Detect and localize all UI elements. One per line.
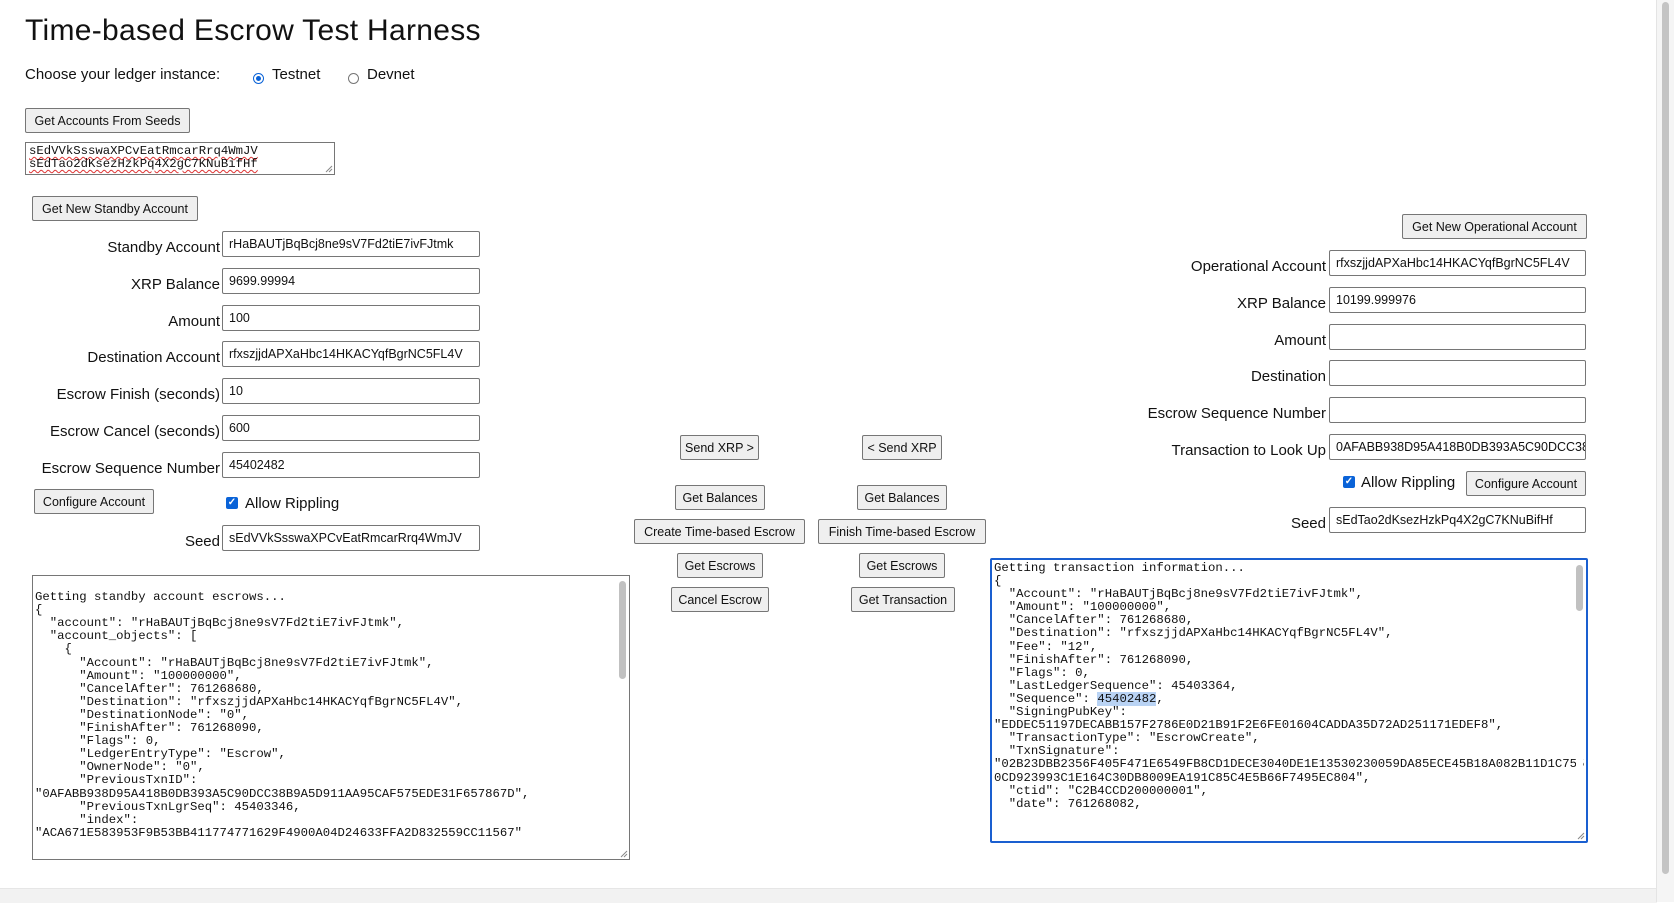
standby-rippling-checkbox[interactable]: ✓ <box>226 497 238 509</box>
page-title: Time-based Escrow Test Harness <box>25 14 481 47</box>
standby-sequence-label: Escrow Sequence Number <box>41 460 220 477</box>
standby-configure-account-button[interactable]: Configure Account <box>34 489 154 514</box>
seed-line-2: sEdTao2dKsezHzkPq4X2gC7KNuBifHf <box>29 157 258 171</box>
operational-sequence-field[interactable] <box>1329 397 1586 423</box>
standby-seed-label: Seed <box>184 533 220 550</box>
operational-account-label: Operational Account <box>1190 258 1326 275</box>
operational-rippling-label: Allow Rippling <box>1361 474 1456 491</box>
standby-rippling-label: Allow Rippling <box>245 495 340 512</box>
operational-results-scrollbar[interactable] <box>1576 563 1583 838</box>
standby-results-text: Getting standby account escrows... { "ac… <box>35 590 530 840</box>
operational-results-textarea[interactable]: Getting transaction information... { "Ac… <box>990 558 1588 843</box>
operational-get-escrows-button[interactable]: Get Escrows <box>859 553 945 578</box>
get-new-standby-account-button[interactable]: Get New Standby Account <box>32 196 198 221</box>
standby-results-scroll-thumb[interactable] <box>619 581 626 679</box>
send-xrp-to-standby-button[interactable]: < Send XRP <box>862 435 942 460</box>
operational-sequence-label: Escrow Sequence Number <box>1147 405 1326 422</box>
escrow-finish-field[interactable]: 10 <box>222 378 480 404</box>
standby-amount-field[interactable]: 100 <box>222 305 480 331</box>
operational-amount-label: Amount <box>1274 332 1326 349</box>
standby-get-balances-button[interactable]: Get Balances <box>675 485 765 510</box>
escrow-finish-label: Escrow Finish (seconds) <box>56 386 220 403</box>
operational-results-scroll-thumb[interactable] <box>1576 565 1583 611</box>
operational-balance-field[interactable]: 10199.999976 <box>1329 287 1586 313</box>
standby-results-textarea[interactable]: Getting standby account escrows... { "ac… <box>32 575 630 860</box>
ledger-prompt: Choose your ledger instance: <box>25 66 221 83</box>
page-bottom-edge <box>0 888 1657 903</box>
escrow-cancel-label: Escrow Cancel (seconds) <box>49 423 220 440</box>
operational-get-balances-button[interactable]: Get Balances <box>857 485 947 510</box>
standby-balance-field[interactable]: 9699.99994 <box>222 268 480 294</box>
standby-balance-label: XRP Balance <box>131 276 220 293</box>
escrow-cancel-field[interactable]: 600 <box>222 415 480 441</box>
standby-seed-field[interactable]: sEdVVkSsswaXPCvEatRmcarRrq4WmJV <box>222 525 480 551</box>
operational-seed-label: Seed <box>1290 515 1326 532</box>
standby-results-scrollbar[interactable] <box>619 579 626 854</box>
create-time-based-escrow-button[interactable]: Create Time-based Escrow <box>634 519 805 544</box>
resize-grip-icon[interactable] <box>619 849 628 858</box>
testnet-radio[interactable] <box>253 73 264 84</box>
standby-amount-label: Amount <box>168 313 220 330</box>
seeds-textarea[interactable]: sEdVVkSsswaXPCvEatRmcarRrq4WmJV sEdTao2d… <box>25 142 335 175</box>
operational-configure-account-button[interactable]: Configure Account <box>1466 471 1586 496</box>
operational-account-field[interactable]: rfxszjjdAPXaHbc14HKACYqfBgrNC5FL4V <box>1329 250 1586 276</box>
finish-time-based-escrow-button[interactable]: Finish Time-based Escrow <box>818 519 986 544</box>
operational-seed-field[interactable]: sEdTao2dKsezHzkPq4X2gC7KNuBifHf <box>1329 507 1586 533</box>
page-scroll-thumb[interactable] <box>1662 2 1669 874</box>
send-xrp-to-operational-button[interactable]: Send XRP > <box>680 435 759 460</box>
standby-get-escrows-button[interactable]: Get Escrows <box>677 553 763 578</box>
resize-grip-icon[interactable] <box>1576 831 1585 840</box>
cancel-escrow-button[interactable]: Cancel Escrow <box>671 587 769 612</box>
transaction-lookup-label: Transaction to Look Up <box>1171 442 1326 459</box>
page-scrollbar[interactable] <box>1656 0 1674 902</box>
get-new-operational-account-button[interactable]: Get New Operational Account <box>1402 214 1587 239</box>
operational-amount-field[interactable] <box>1329 324 1586 350</box>
standby-sequence-field[interactable]: 45402482 <box>222 452 480 478</box>
operational-rippling-checkbox[interactable]: ✓ <box>1343 476 1355 488</box>
resize-grip-icon[interactable] <box>324 164 333 173</box>
operational-balance-label: XRP Balance <box>1237 295 1326 312</box>
testnet-label[interactable]: Testnet <box>272 66 321 83</box>
standby-destination-field[interactable]: rfxszjjdAPXaHbc14HKACYqfBgrNC5FL4V <box>222 341 480 367</box>
get-transaction-button[interactable]: Get Transaction <box>851 587 955 612</box>
operational-results-text: Getting transaction information... { "Ac… <box>994 561 1585 811</box>
highlighted-sequence: 45402482 <box>1097 691 1157 706</box>
seed-line-1: sEdVVkSsswaXPCvEatRmcarRrq4WmJV <box>29 144 258 158</box>
devnet-label[interactable]: Devnet <box>367 66 415 83</box>
standby-account-label: Standby Account <box>107 239 220 256</box>
operational-destination-label: Destination <box>1250 368 1326 385</box>
transaction-lookup-field[interactable]: 0AFABB938D95A418B0DB393A5C90DCC38B9A5D91… <box>1329 434 1586 460</box>
standby-account-field[interactable]: rHaBAUTjBqBcj8ne9sV7Fd2tiE7ivFJtmk <box>222 231 480 257</box>
get-accounts-from-seeds-button[interactable]: Get Accounts From Seeds <box>25 108 190 133</box>
standby-destination-label: Destination Account <box>87 349 220 366</box>
operational-destination-field[interactable] <box>1329 360 1586 386</box>
devnet-radio[interactable] <box>348 73 359 84</box>
